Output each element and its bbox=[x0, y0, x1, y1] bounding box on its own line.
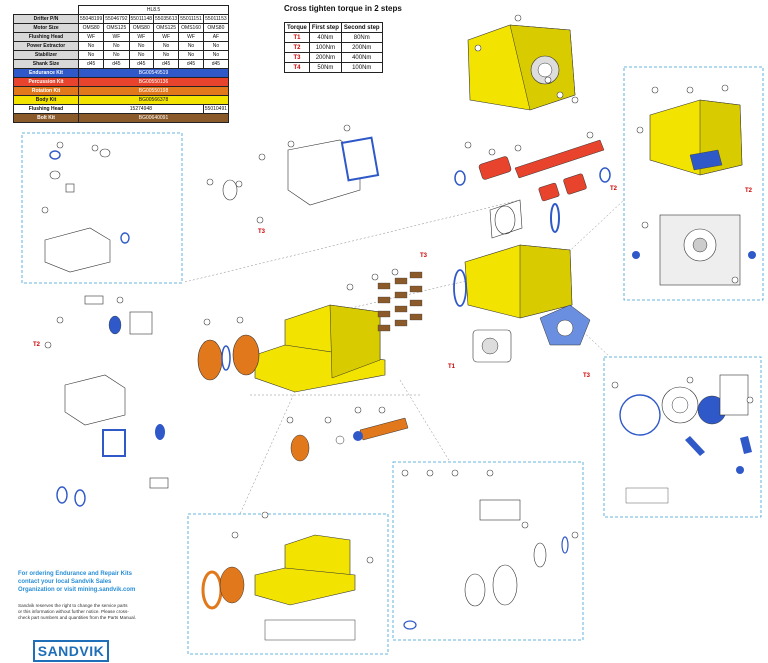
bolt-set bbox=[377, 271, 423, 332]
shank-assembly bbox=[290, 417, 409, 462]
torque-marker-t3-bolts: T3 bbox=[420, 253, 428, 259]
water-swivel-drawing bbox=[56, 295, 169, 507]
second-step-value: 100Nm bbox=[340, 62, 383, 73]
motor-unit bbox=[222, 136, 380, 206]
front-head-drawing bbox=[619, 374, 752, 504]
panel-flushing-head bbox=[21, 132, 183, 284]
sandvik-logo: SANDVIK bbox=[33, 640, 109, 662]
torque-marker-t2-piston: T2 bbox=[610, 186, 618, 192]
disclaimer-line-1: Sandvik reserves the right to change the… bbox=[18, 603, 128, 608]
torque-marker-t1: T1 bbox=[448, 364, 456, 370]
torque-marker-t3-motor: T3 bbox=[258, 229, 266, 235]
rotation-gears bbox=[197, 334, 260, 381]
front-flange bbox=[539, 304, 591, 346]
central-body bbox=[254, 304, 386, 393]
ordering-info: For ordering Endurance and Repair Kits c… bbox=[18, 570, 188, 594]
piston bbox=[454, 139, 611, 202]
panel-front-head bbox=[603, 356, 762, 518]
ordering-line-2: contact your local Sandvik Sales bbox=[18, 579, 112, 585]
disclaimer-line-2: or this information without further noti… bbox=[18, 609, 129, 614]
panel-body-assembly bbox=[187, 513, 389, 655]
disclaimer-line-3: check part numbers and quantities from t… bbox=[18, 615, 136, 620]
disclaimer-note: Sandvik reserves the right to change the… bbox=[18, 603, 188, 621]
torque-marker-t2-right: T2 bbox=[745, 188, 753, 194]
middle-drifter-housing bbox=[453, 244, 573, 319]
flushing-head-drawing bbox=[44, 148, 130, 273]
ordering-line-3: Organization or visit mining.sandvik.com bbox=[18, 587, 136, 593]
panel-rotation-housing bbox=[623, 66, 764, 301]
cylinder-sleeve bbox=[489, 199, 560, 239]
first-step-value: 50Nm bbox=[308, 62, 342, 73]
callout-circles bbox=[41, 14, 754, 564]
torque-title: Cross tighten torque in 2 steps bbox=[284, 4, 402, 13]
torque-marker-t3-flange: T3 bbox=[583, 373, 591, 379]
ordering-line-1: For ordering Endurance and Repair Kits bbox=[18, 571, 133, 577]
body-assembly-drawing bbox=[201, 534, 356, 641]
flushing-head-cap bbox=[472, 329, 512, 363]
panel-gear-assembly bbox=[392, 461, 584, 641]
gear-assembly-drawing bbox=[403, 499, 569, 630]
torque-marker-t2-left: T2 bbox=[33, 342, 41, 348]
top-drifter-housing bbox=[467, 24, 576, 111]
kit-value: BG00640091 bbox=[77, 113, 230, 123]
rotation-housing bbox=[632, 99, 756, 286]
